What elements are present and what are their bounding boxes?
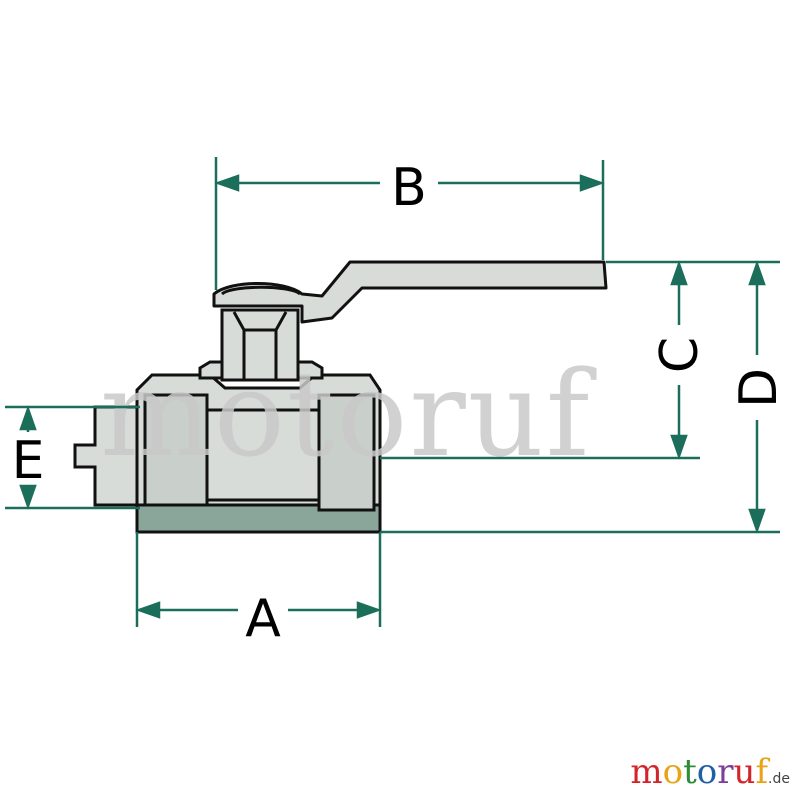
dim-b-arrow-left	[214, 174, 240, 192]
valve-drawing	[73, 260, 608, 534]
watermark-text: motoruf	[100, 345, 597, 483]
logo-letter: t	[683, 752, 697, 792]
logo-tld: .de	[768, 771, 790, 787]
logo-letter: u	[733, 752, 756, 792]
dim-e-arrow-top	[19, 405, 37, 431]
watermark: motoruf	[100, 345, 597, 483]
logo-letter: o	[696, 752, 718, 792]
handle-dome	[220, 285, 302, 296]
dim-c-arrow-top	[670, 260, 688, 286]
motoruf-logo: motoruf.de	[630, 752, 790, 792]
logo-letter: m	[630, 752, 663, 792]
dim-label-c: C	[650, 337, 710, 373]
dim-a-arrow-right	[356, 601, 382, 619]
dim-e-arrow-bottom	[19, 484, 37, 510]
dim-b-arrow-right	[579, 174, 605, 192]
dim-label-d: D	[729, 368, 789, 408]
right-hex-face	[317, 393, 376, 512]
dimension-labels: B C D E A	[12, 158, 789, 649]
dim-d-arrow-bottom	[748, 508, 766, 534]
dim-label-a: A	[245, 589, 281, 649]
center-section	[205, 408, 321, 502]
dimensions	[5, 157, 780, 627]
logo-letter: o	[662, 752, 684, 792]
dim-c-arrow-bottom	[670, 434, 688, 460]
dim-d-arrow-top	[748, 260, 766, 286]
stem-detail	[232, 311, 288, 380]
dim-a-arrow-left	[135, 601, 161, 619]
dim-label-b: B	[391, 158, 427, 218]
logo-letter: r	[717, 752, 734, 792]
dim-label-e: E	[12, 431, 45, 491]
logo-letter: f	[755, 752, 769, 792]
